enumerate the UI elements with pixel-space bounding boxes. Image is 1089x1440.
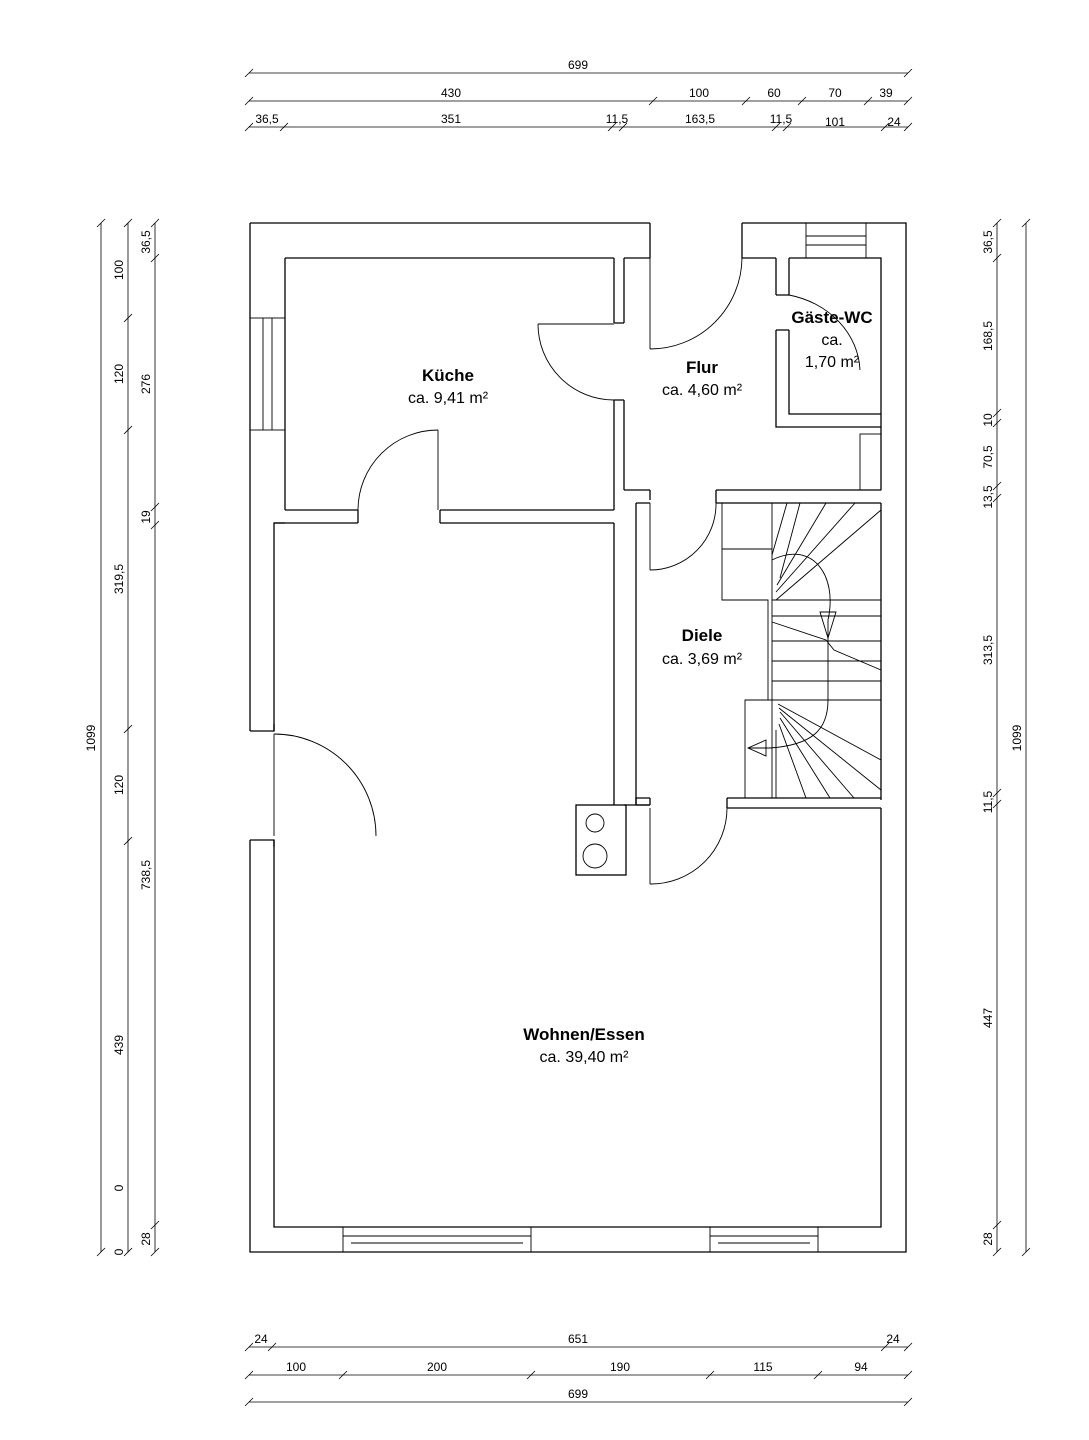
- right-dimensions: 36,5 168,5 10 70,5 13,5 313,5 11,5 447 2…: [981, 218, 1031, 1257]
- wc-washbasin: [859, 433, 882, 491]
- right-dim-inner-6: 11,5: [981, 790, 995, 813]
- left-dim-inner-2: 19: [139, 510, 153, 524]
- room-wc-name: Gäste-WC: [791, 308, 872, 327]
- right-dim-inner-1: 168,5: [981, 321, 995, 351]
- window-wohnen-left: [342, 1226, 532, 1253]
- top-dim-row2-seg-3: 70: [828, 86, 842, 100]
- left-dim-outer-0: 100: [112, 260, 126, 280]
- left-dim-outer-2: 319,5: [112, 564, 126, 594]
- room-labels: Küche ca. 9,41 m² Flur ca. 4,60 m² Gäste…: [408, 308, 873, 1066]
- bottom-dim-row1-seg-0: 24: [254, 1332, 268, 1346]
- top-dim-row2-seg-4: 39: [879, 86, 893, 100]
- top-dim-row3-seg-0: 36,5: [255, 112, 279, 126]
- left-dim-inner-3: 738,5: [139, 860, 153, 890]
- door-flur-top: [649, 257, 743, 350]
- interior-walls: [274, 257, 881, 876]
- room-kueche-area: ca. 9,41 m²: [408, 390, 489, 407]
- room-diele-area: ca. 3,69 m²: [662, 651, 743, 668]
- bottom-dim-row2-seg-4: 94: [854, 1360, 868, 1374]
- left-dim-total-label: 1099: [84, 724, 98, 751]
- top-dimensions: 699 430 100 60 70 39 36,5 351 11,5 163,5…: [244, 58, 913, 132]
- windows: [249, 222, 867, 1253]
- bottom-dim-row2-seg-3: 115: [753, 1360, 772, 1374]
- left-dim-outer-1: 120: [112, 364, 126, 384]
- door-diele-top: [649, 502, 717, 571]
- door-kueche: [357, 429, 439, 511]
- flue-small-icon: [585, 813, 605, 833]
- top-dim-row3-seg-4: 11,5: [770, 112, 793, 126]
- left-dim-inner-0: 36,5: [139, 230, 153, 254]
- top-dim-row2: 430 100 60 70 39: [244, 86, 913, 106]
- window-wc: [805, 222, 867, 259]
- room-kueche-name: Küche: [422, 366, 474, 385]
- door-flur-kueche: [537, 323, 615, 401]
- staircase: [721, 502, 882, 799]
- top-dim-row3-seg-3: 163,5: [685, 112, 715, 126]
- top-dim-row3: 36,5 351 11,5 163,5 11,5 101 24: [244, 112, 913, 132]
- bottom-dim-row1-seg-1: 651: [568, 1332, 588, 1346]
- left-dim-outer-3: 120: [112, 775, 126, 795]
- right-dim-inner-3: 70,5: [981, 445, 995, 469]
- room-wc-area-line1: ca.: [821, 332, 842, 349]
- right-dim-inner-8: 28: [981, 1232, 995, 1246]
- room-wohnen-area: ca. 39,40 m²: [540, 1049, 630, 1066]
- entrance-frame: [250, 724, 275, 847]
- left-dim-outer-5: 0: [112, 1184, 126, 1191]
- door-wc: [775, 258, 861, 371]
- window-kueche: [249, 317, 286, 431]
- door-diele-bottom: [649, 807, 728, 885]
- left-dim-outer-4: 439: [112, 1035, 126, 1055]
- right-dim-inner-0: 36,5: [981, 230, 995, 254]
- chimney: [582, 813, 608, 869]
- left-dimensions: 1099 100 120 319,5 120 439 0 0 36,5 276 …: [84, 218, 160, 1257]
- room-flur-name: Flur: [686, 358, 718, 377]
- room-wc-area-line2: 1,70 m²: [805, 354, 860, 371]
- bottom-dim-row2-seg-2: 190: [610, 1360, 630, 1374]
- bottom-dim-total-label: 699: [568, 1387, 588, 1401]
- bottom-dim-total: 699: [244, 1387, 913, 1407]
- top-dim-row3-seg-6: 24: [887, 115, 901, 129]
- left-dim-inner-4: 28: [139, 1232, 153, 1246]
- top-dim-total: 699: [244, 58, 913, 78]
- right-dim-inner-4: 13,5: [981, 485, 995, 509]
- right-dim-total-label: 1099: [1010, 724, 1024, 751]
- right-dim-inner-7: 447: [981, 1008, 995, 1028]
- top-dim-row2-seg-1: 100: [689, 86, 709, 100]
- top-dim-row2-seg-2: 60: [767, 86, 781, 100]
- window-wohnen-right: [709, 1226, 819, 1253]
- left-dim-outer-6: 0: [112, 1248, 126, 1255]
- bottom-dim-row2: 100 200 190 115 94: [244, 1360, 913, 1380]
- left-dim-inner-1: 276: [139, 374, 153, 394]
- flue-large-icon: [582, 843, 608, 869]
- bottom-dim-row1-seg-2: 24: [886, 1332, 900, 1346]
- top-dim-total-label: 699: [568, 58, 588, 72]
- outer-walls: [249, 222, 907, 1253]
- room-wohnen-name: Wohnen/Essen: [523, 1025, 645, 1044]
- bottom-dim-row2-seg-1: 200: [427, 1360, 447, 1374]
- door-entrance: [273, 733, 377, 837]
- top-dim-row2-seg-0: 430: [441, 86, 461, 100]
- room-flur-area: ca. 4,60 m²: [662, 382, 743, 399]
- bottom-dimensions: 24 651 24 100 200 190 115 94 699: [244, 1332, 913, 1407]
- bottom-dim-row2-seg-0: 100: [286, 1360, 306, 1374]
- top-dim-row3-seg-5: 101: [825, 115, 845, 129]
- bottom-dim-row1: 24 651 24: [244, 1332, 913, 1352]
- room-diele-name: Diele: [682, 626, 723, 645]
- doors: [273, 257, 861, 885]
- right-dim-inner-2: 10: [981, 413, 995, 427]
- right-dim-inner-5: 313,5: [981, 635, 995, 665]
- top-dim-row3-seg-1: 351: [441, 112, 461, 126]
- top-dim-row3-seg-2: 11,5: [606, 112, 629, 126]
